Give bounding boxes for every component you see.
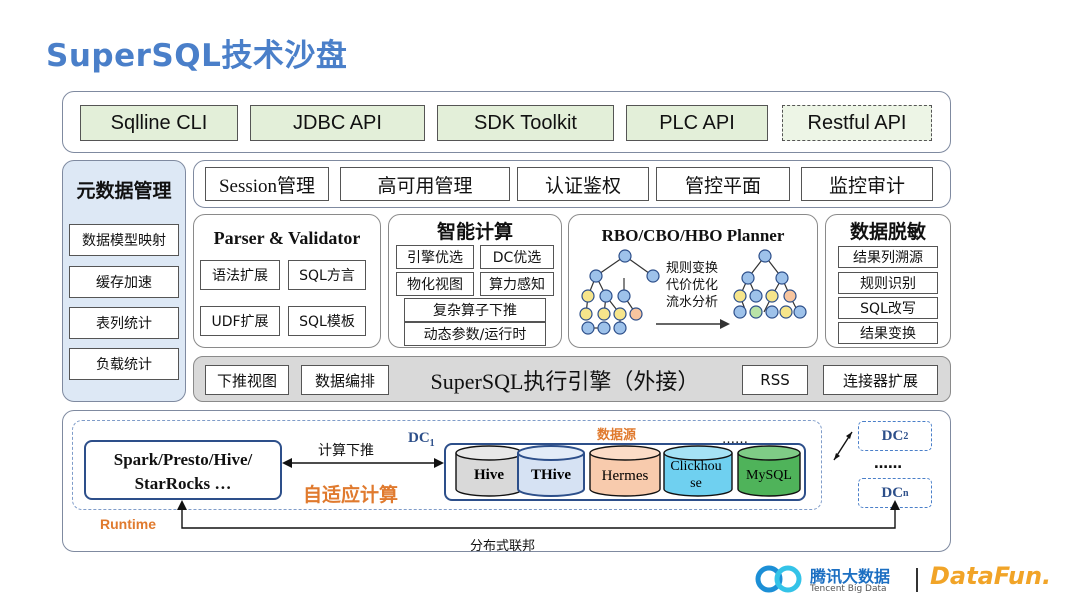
engine-item-pushdown-view: 下推视图	[205, 365, 289, 395]
compute-line: Spark/Presto/Hive/	[113, 450, 253, 469]
pushdown-label: 计算下推	[318, 443, 374, 459]
datafun-text: DataFun.	[930, 562, 1052, 590]
parser-item: UDF扩展	[200, 306, 280, 336]
api-label: Restful API	[807, 111, 907, 134]
metadata-item: 数据模型映射	[69, 224, 179, 256]
dc1-sub: 1	[429, 438, 435, 449]
runtime-label: Runtime	[100, 516, 156, 532]
engine-title: SuperSQL执行引擎（外接）	[430, 369, 700, 394]
planner-title: RBO/CBO/HBO Planner	[601, 226, 785, 245]
masking-title: 数据脱敏	[849, 221, 926, 243]
service-session: Session管理	[205, 167, 329, 201]
api-plc: PLC API	[626, 105, 768, 141]
dc2-text: DC	[881, 427, 904, 444]
brand-en: Tencent Big Data	[810, 584, 887, 594]
service-ha: 高可用管理	[340, 167, 510, 201]
metadata-title: 元数据管理	[76, 180, 172, 202]
compute-engines-box: Spark/Presto/Hive/ StarRocks …	[84, 440, 282, 500]
smart-item: 物化视图	[396, 272, 474, 296]
smart-item: 引擎优选	[396, 245, 474, 269]
service-monitor: 监控审计	[801, 167, 933, 201]
masking-item: 结果变换	[838, 322, 938, 344]
source-mysql: MySQL	[746, 468, 792, 483]
federation-label: 分布式联邦	[470, 539, 536, 554]
parser-item: SQL模板	[288, 306, 366, 336]
api-label: JDBC API	[293, 111, 382, 134]
source-hive: Hive	[474, 467, 504, 483]
dc-ellipsis: ……	[874, 456, 902, 472]
cyl-mysql	[737, 445, 801, 497]
planner-note-line: 规则变换	[665, 261, 718, 276]
cyl-thive	[517, 445, 585, 497]
api-sqlline-cli: Sqlline CLI	[80, 105, 238, 141]
masking-item: SQL改写	[838, 297, 938, 319]
metadata-item: 表列统计	[69, 307, 179, 339]
federation-arrow	[177, 500, 900, 529]
datasource-cylinders	[455, 445, 801, 497]
cyl-clickhouse	[663, 445, 733, 497]
cyl-hermes	[589, 445, 661, 497]
smart-item: DC优选	[480, 245, 554, 269]
api-restful: Restful API	[782, 105, 932, 141]
source-hermes: Hermes	[601, 468, 649, 484]
compute-line: StarRocks …	[134, 474, 232, 493]
api-sdk-toolkit: SDK Toolkit	[437, 105, 614, 141]
datafun-logo: DataFun.	[930, 562, 1051, 590]
api-jdbc: JDBC API	[250, 105, 425, 141]
dc1-label: DC1	[408, 430, 435, 449]
engine-item-connector: 连接器扩展	[823, 365, 938, 395]
adaptive-compute-label: 自适应计算	[303, 484, 399, 506]
parser-item: 语法扩展	[200, 260, 280, 290]
metadata-item: 负载统计	[69, 348, 179, 380]
dcn-sub: n	[903, 487, 909, 499]
masking-item: 规则识别	[838, 272, 938, 294]
smart-item: 复杂算子下推	[404, 298, 546, 322]
dc1-text: DC	[408, 430, 430, 446]
service-auth: 认证鉴权	[517, 167, 649, 201]
smart-title: 智能计算	[436, 221, 513, 243]
tencent-bigdata-logo-icon	[755, 565, 802, 593]
parser-item: SQL方言	[288, 260, 366, 290]
dc1-dashed-region	[72, 420, 822, 510]
brand-cn: 腾讯大数据	[810, 567, 891, 586]
engine-item-rss: RSS	[742, 365, 808, 395]
dc-connector-arrow	[833, 431, 853, 461]
parser-title: Parser & Validator	[213, 228, 361, 248]
service-control: 管控平面	[656, 167, 790, 201]
api-label: SDK Toolkit	[473, 111, 577, 134]
engine-item-orchestration: 数据编排	[301, 365, 389, 395]
masking-item: 结果列溯源	[838, 246, 938, 268]
datasource-label: 数据源	[597, 428, 637, 443]
smart-item: 动态参数/运行时	[404, 322, 546, 346]
page-title: SuperSQL技术沙盘	[46, 38, 348, 74]
planner-note-line: 流水分析	[665, 295, 718, 310]
pushdown-arrow	[282, 458, 444, 468]
datasource-group	[444, 443, 806, 501]
source-thive: THive	[531, 467, 571, 483]
planner-note-line: 代价优化	[665, 278, 718, 293]
planner-note: 规则变换 代价优化 流水分析	[652, 260, 732, 311]
smart-item: 算力感知	[480, 272, 554, 296]
source-clickhouse: Clickhouse	[670, 459, 722, 491]
metadata-item: 缓存加速	[69, 266, 179, 298]
dcn-text: DC	[881, 484, 904, 501]
api-label: PLC API	[659, 111, 735, 134]
footer-divider	[916, 568, 918, 592]
planner-diagram	[579, 249, 807, 335]
dc2-sub: 2	[903, 430, 909, 442]
api-label: Sqlline CLI	[110, 111, 208, 134]
